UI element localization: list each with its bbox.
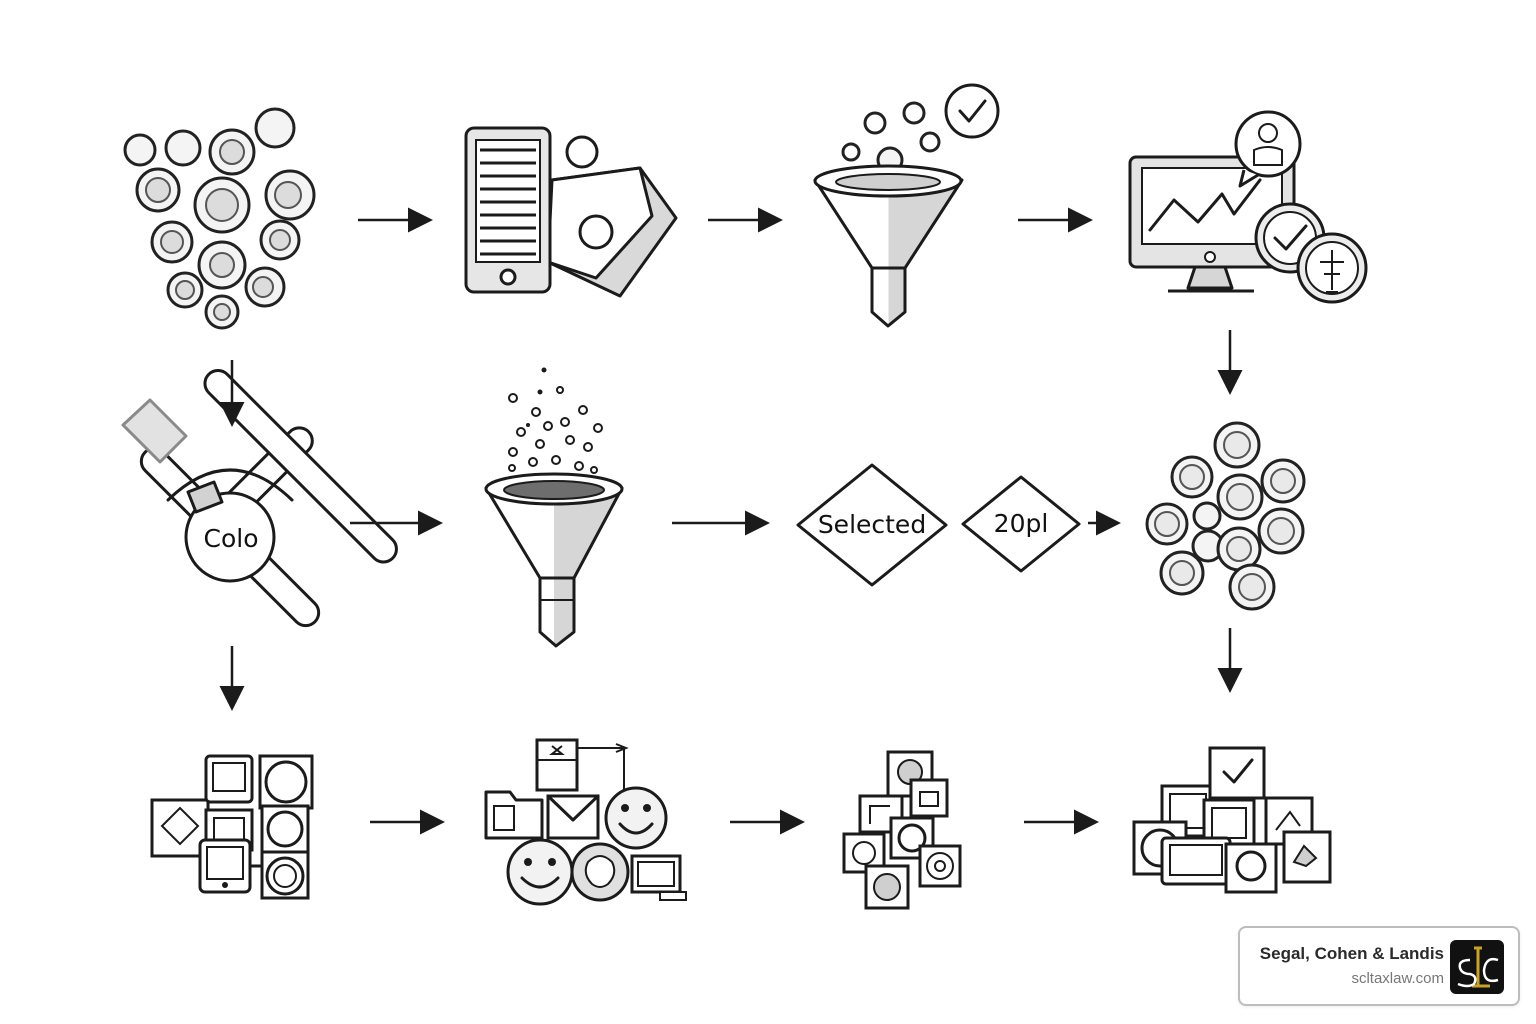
firm-badge[interactable]: Segal, Cohen & Landis scltaxlaw.com: [1238, 926, 1520, 1006]
color-tool-label: Colo: [204, 524, 259, 553]
amount-label: 20pl: [994, 509, 1049, 538]
firm-name: Segal, Cohen & Landis: [1259, 944, 1444, 963]
decision-diamond-icon: Selected: [796, 463, 948, 587]
monitor-chart-icon: [1128, 110, 1368, 304]
selected-label: Selected: [818, 510, 926, 539]
firm-logo-icon: [1450, 940, 1504, 994]
app-collage-icon: [484, 738, 687, 906]
device-collage-icon: [150, 754, 314, 900]
firm-url[interactable]: scltaxlaw.com: [1351, 970, 1444, 987]
funnel-particles-icon: [484, 367, 624, 648]
sphere-cluster-icon: [1145, 421, 1306, 611]
connector-arrows: [219, 207, 1243, 835]
server-icon: [464, 126, 678, 298]
amount-diamond-icon: 20pl: [961, 475, 1081, 573]
funnel-icon: [813, 83, 1000, 328]
tile-collage-icon: [842, 750, 962, 910]
crossed-tools-icon: Colo: [121, 369, 398, 628]
frame-collage-icon: [1132, 746, 1332, 894]
bubble-cluster-icon: [123, 107, 316, 330]
